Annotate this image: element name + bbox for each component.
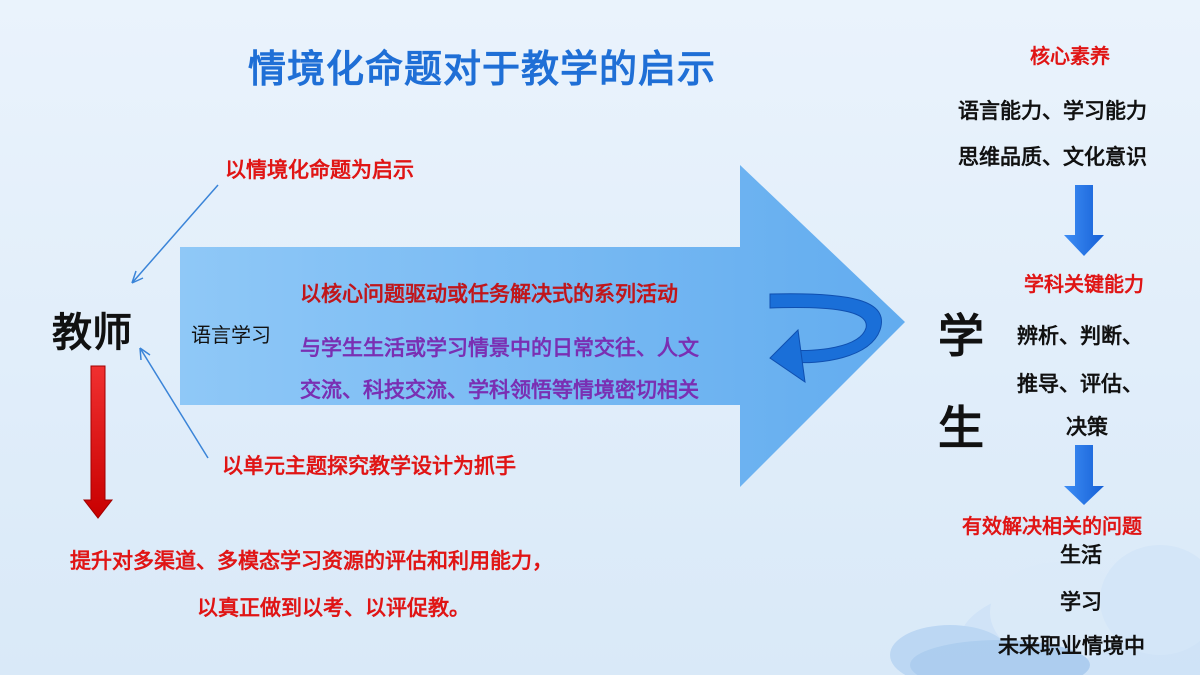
context-item-career: 未来职业情境中 <box>998 634 1145 658</box>
key-ability-line-3: 决策 <box>1066 415 1108 439</box>
core-line-2: 思维品质、文化意识 <box>958 145 1147 169</box>
arrow-line-2: 与学生生活或学习情景中的日常交往、人文 <box>300 336 699 360</box>
connector-arrow-bottom <box>139 347 209 459</box>
red-down-arrow <box>82 365 114 519</box>
blue-down-arrow-2 <box>1064 445 1104 505</box>
annotation-top: 以情境化命题为启示 <box>225 158 414 182</box>
blue-down-arrow-1 <box>1064 185 1104 256</box>
annotation-bottom: 以单元主题探究教学设计为抓手 <box>222 454 516 478</box>
big-right-arrow <box>180 165 905 487</box>
student-label-2: 生 <box>938 401 984 455</box>
arrow-line-1: 以核心问题驱动或任务解决式的系列活动 <box>300 282 678 306</box>
connector-arrow-top <box>131 184 219 284</box>
context-item-study: 学习 <box>1060 590 1102 614</box>
solve-title: 有效解决相关的问题 <box>962 514 1142 538</box>
curved-return-arrow <box>769 293 882 384</box>
student-label-1: 学 <box>938 309 984 363</box>
arrow-label: 语言学习 <box>191 323 271 347</box>
cloud-decoration <box>890 545 1200 675</box>
teacher-label: 教师 <box>52 310 132 356</box>
core-line-1: 语言能力、学习能力 <box>958 99 1147 123</box>
key-ability-title: 学科关键能力 <box>1024 272 1144 296</box>
page-title: 情境化命题对于教学的启示 <box>248 47 717 91</box>
bottom-text-line-2: 以真正做到以考、以评促教。 <box>197 596 470 620</box>
core-title: 核心素养 <box>1030 44 1110 68</box>
arrow-line-3: 交流、科技交流、学科领悟等情境密切相关 <box>300 378 699 402</box>
context-item-life: 生活 <box>1060 543 1102 567</box>
bottom-text-line-1: 提升对多渠道、多模态学习资源的评估和利用能力， <box>70 549 553 573</box>
key-ability-line-2: 推导、评估、 <box>1017 372 1143 396</box>
key-ability-line-1: 辨析、判断、 <box>1017 324 1143 348</box>
